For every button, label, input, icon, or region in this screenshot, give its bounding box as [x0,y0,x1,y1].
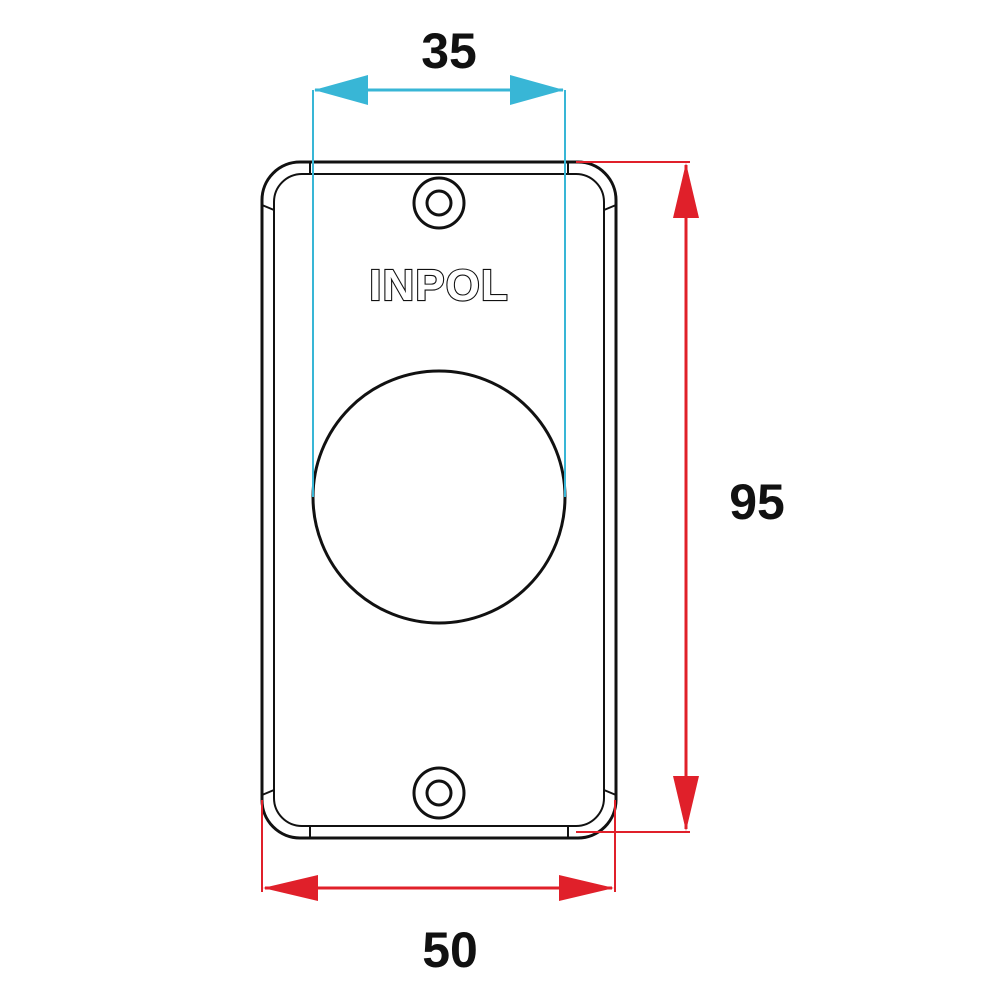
button-width-arrow-left [314,75,368,105]
plate-bevel-marks [261,162,617,838]
plate-width-dimension [261,800,616,901]
button-width-dimension [312,75,566,497]
plate-outer-outline [260,160,618,840]
plate-width-arrow-right [559,875,614,901]
plate-height-label: 95 [729,474,785,530]
plate-width-label: 50 [422,922,478,978]
plate-height-dimension [576,161,699,833]
push-button-circle [311,369,567,625]
brand-logo: INPOL [369,261,508,310]
bottom-screw-hole-icon [412,766,466,820]
plate-height-arrow-bottom [673,776,699,831]
button-width-arrow-right [510,75,564,105]
button-width-label: 35 [421,23,477,79]
plate-height-arrow-top [673,163,699,218]
top-screw-hole-icon [412,176,466,230]
plate-width-arrow-left [263,875,318,901]
